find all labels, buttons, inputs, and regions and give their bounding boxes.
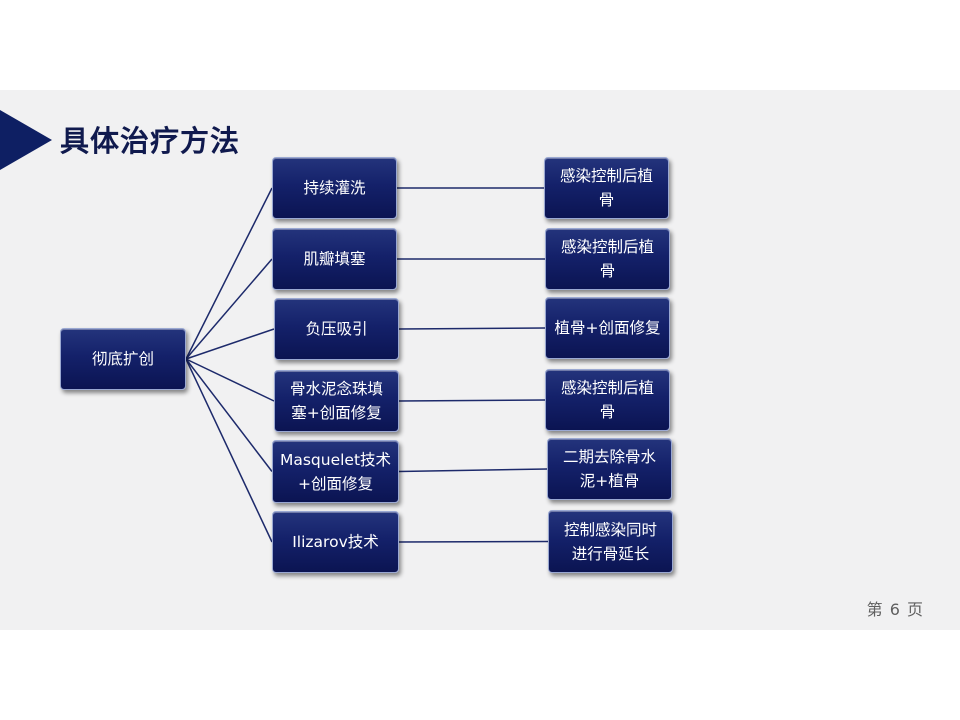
connector-root-to-method-3 (185, 328, 275, 360)
connector-root-to-method-2 (185, 258, 273, 360)
followup-node-4-line-1: 感染控制后植 (560, 379, 654, 397)
method-node-3-line-1: 负压吸引 (305, 320, 368, 338)
followup-node-5-line-2: 泥+植骨 (579, 472, 640, 490)
method-node-5-line-1: Masquelet技术 (279, 450, 392, 469)
method-node-4-line-2: 塞+创面修复 (291, 404, 382, 422)
followup-node-5-line-1: 二期去除骨水 (562, 448, 656, 466)
followup-node-6-line-1: 控制感染同时 (563, 520, 657, 539)
connector-root-to-method-1 (185, 187, 273, 360)
followup-node-6-line-2: 进行骨延长 (571, 544, 650, 563)
connector-root-to-method-5 (185, 358, 273, 472)
connector-lines (185, 187, 549, 543)
slide: 具体治疗方法 彻底扩创 持续灌洗 肌瓣填塞 负压吸引 骨水泥念珠填 塞+创面修复… (0, 90, 960, 630)
connector-method-to-followup-5 (398, 468, 548, 473)
method-node-5-line-2: +创面修复 (297, 474, 373, 493)
method-node-3: 负压吸引 (274, 298, 399, 360)
method-node-1: 持续灌洗 (272, 157, 397, 219)
method-node-4: 骨水泥念珠填 塞+创面修复 (274, 370, 399, 432)
followup-node-2-line-2: 骨 (599, 262, 616, 280)
connector-method-to-followup-6 (398, 540, 549, 543)
root-node-label: 彻底扩创 (91, 350, 154, 368)
followup-node-4-line-2: 骨 (599, 403, 616, 421)
connector-method-to-followup-3 (398, 327, 546, 330)
followup-node-2-line-1: 感染控制后植 (560, 238, 654, 256)
page-number: 第 6 页 (866, 600, 924, 619)
followup-node-3-line-1: 植骨+创面修复 (554, 319, 661, 337)
method-node-6-line-1: Ilizarov技术 (292, 533, 379, 551)
followup-node-2: 感染控制后植 骨 (545, 228, 670, 290)
followup-node-1-line-1: 感染控制后植 (559, 167, 653, 185)
slide-title: 具体治疗方法 (60, 124, 241, 158)
followup-node-5: 二期去除骨水 泥+植骨 (547, 438, 672, 500)
followup-node-1: 感染控制后植 骨 (544, 157, 669, 219)
method-node-2-line-1: 肌瓣填塞 (303, 250, 366, 268)
method-node-6: Ilizarov技术 (272, 511, 399, 573)
method-node-4-line-1: 骨水泥念珠填 (289, 380, 383, 398)
followup-node-3: 植骨+创面修复 (545, 297, 670, 359)
root-node-debridement: 彻底扩创 (60, 328, 186, 390)
connector-root-to-method-4 (185, 358, 275, 402)
method-node-1-line-1: 持续灌洗 (303, 179, 366, 197)
connector-root-to-method-6 (185, 358, 273, 543)
connector-method-to-followup-4 (398, 399, 546, 402)
followup-node-4: 感染控制后植 骨 (545, 369, 670, 431)
method-node-5: Masquelet技术 +创面修复 (272, 440, 399, 503)
title-arrow-decoration (0, 110, 52, 170)
followup-node-6: 控制感染同时 进行骨延长 (548, 510, 673, 573)
method-node-2: 肌瓣填塞 (272, 228, 397, 290)
followup-node-1-line-2: 骨 (598, 191, 615, 209)
